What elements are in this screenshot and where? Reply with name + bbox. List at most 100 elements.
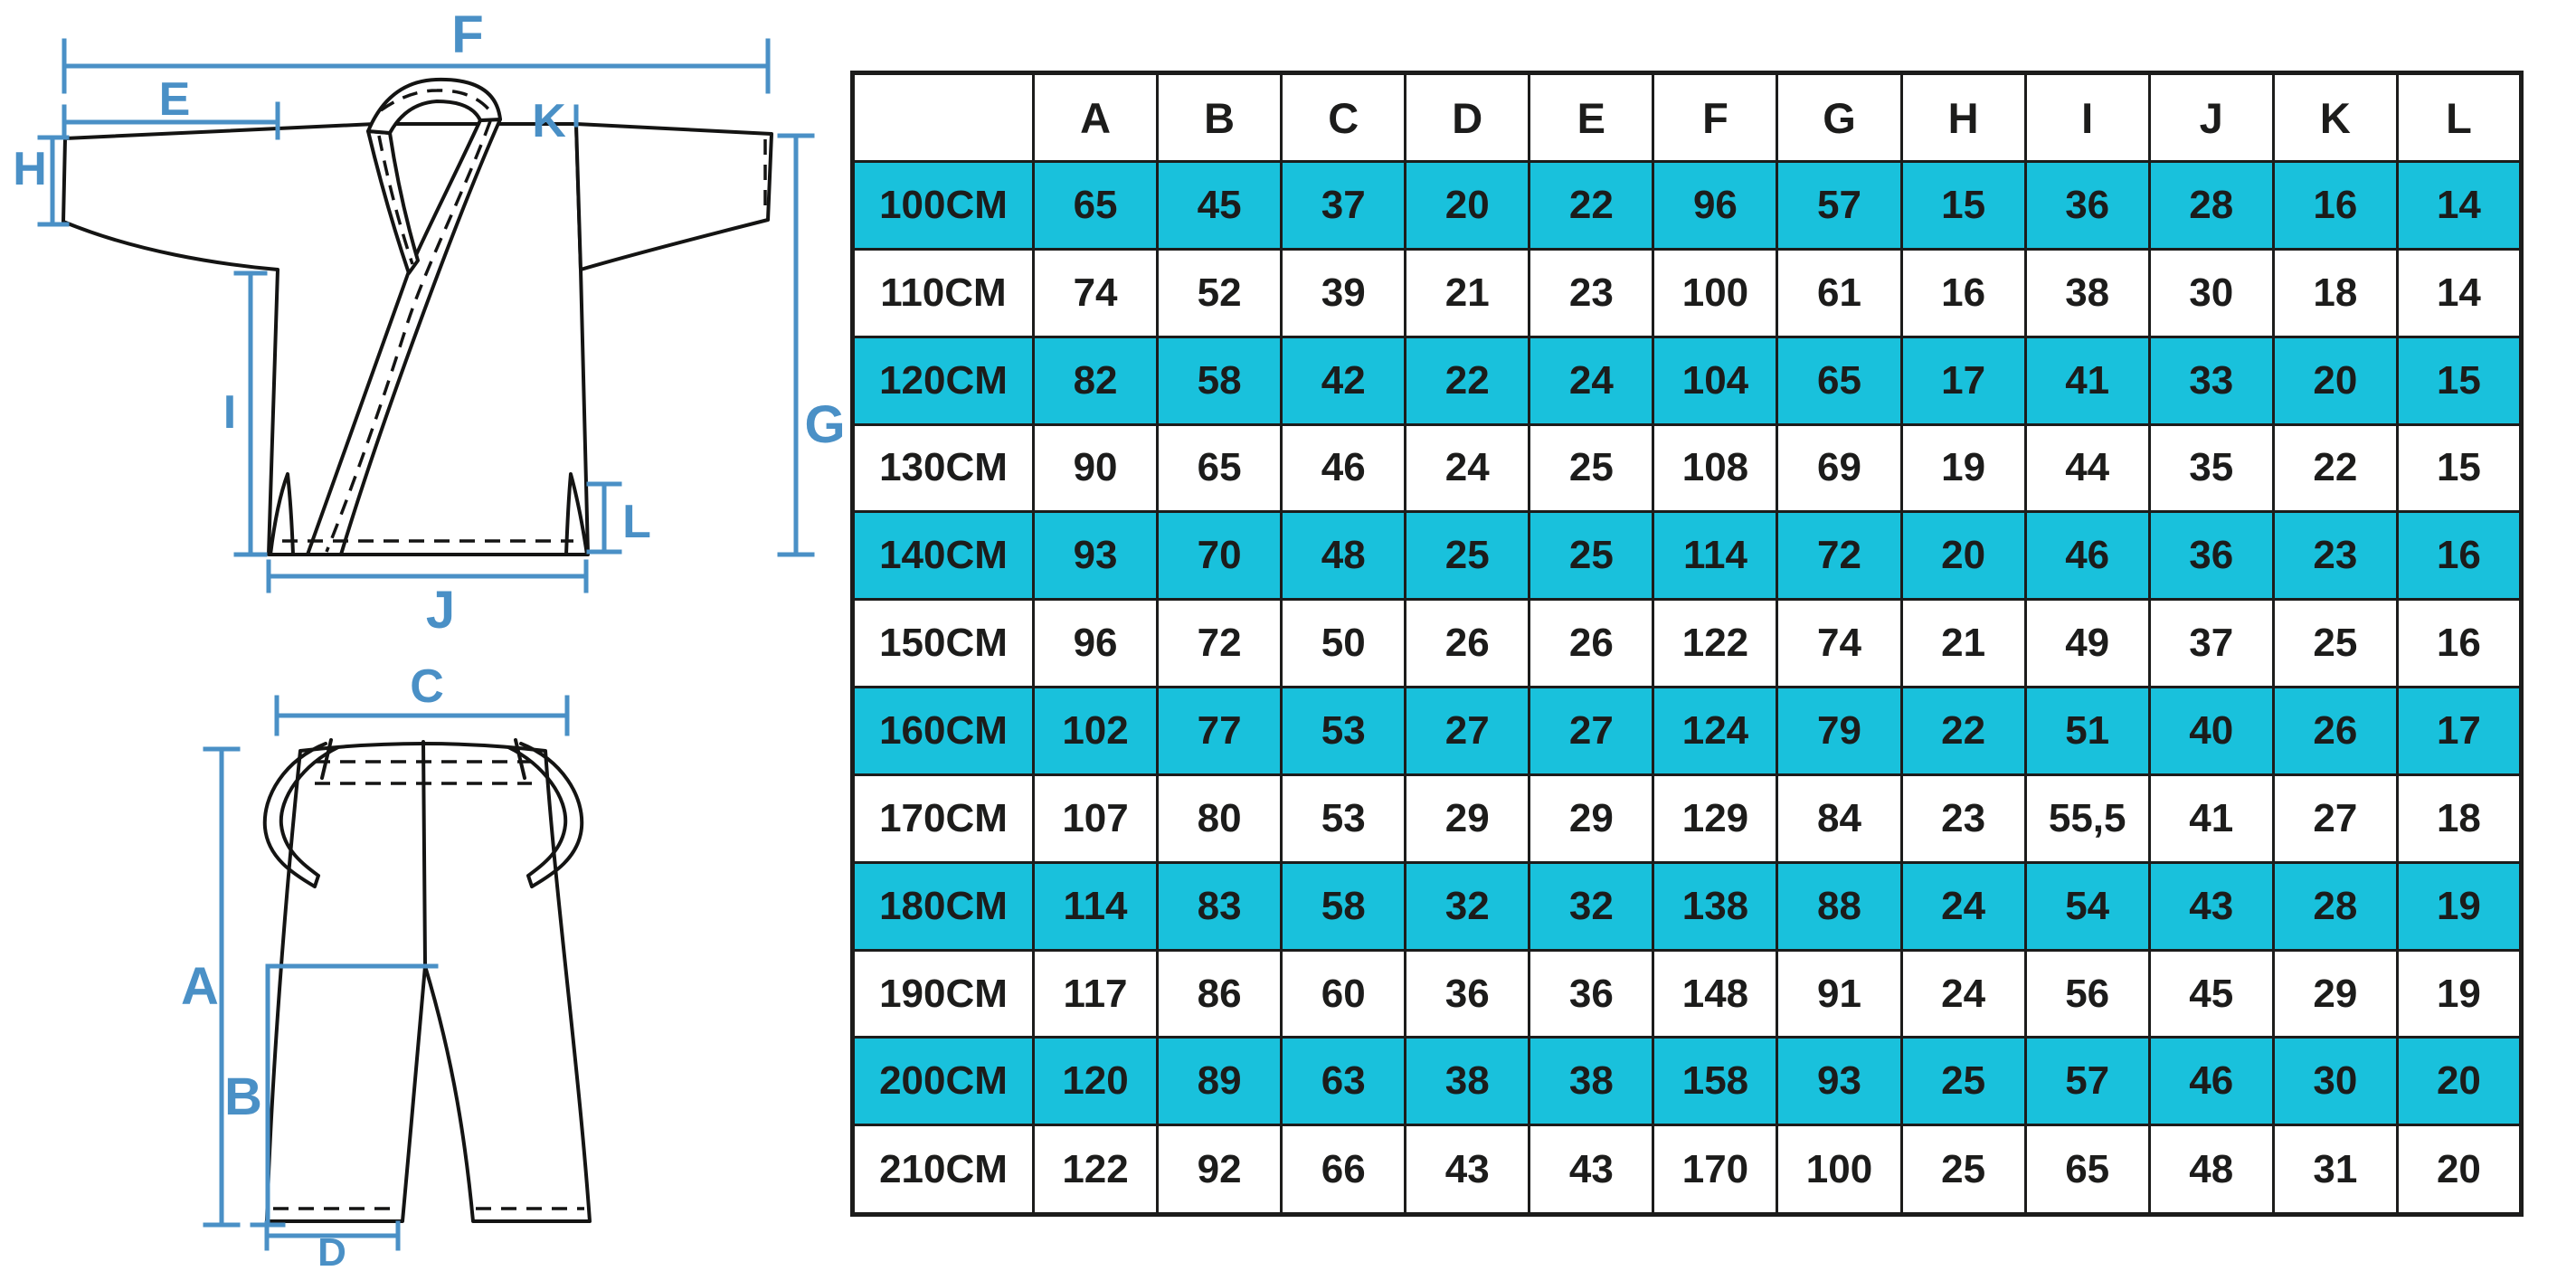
size-cell: 148: [1652, 948, 1779, 1039]
row-size-label: 210CM: [851, 1124, 1035, 1216]
size-cell: 65: [1776, 335, 1903, 426]
column-header: K: [2271, 71, 2399, 163]
size-cell: 39: [1280, 247, 1407, 338]
garment-diagram-svg: F E H K G I L J C A B: [13, 5, 845, 1271]
size-cell: 22: [1404, 335, 1531, 426]
size-cell: 15: [2395, 422, 2524, 514]
pants-left-notch: [320, 738, 333, 780]
size-cell: 77: [1156, 686, 1283, 776]
size-cell: 25: [1528, 422, 1655, 514]
size-cell: 36: [1528, 948, 1655, 1039]
size-cell: 50: [1280, 598, 1407, 689]
size-cell: 65: [1156, 422, 1283, 514]
pants-right-notch: [514, 738, 526, 780]
size-cell: 25: [1404, 510, 1531, 602]
column-header: B: [1156, 71, 1283, 163]
size-cell: 124: [1652, 686, 1779, 776]
size-cell: 79: [1776, 686, 1903, 776]
column-header: J: [2147, 71, 2275, 163]
row-size-label: 130CM: [851, 422, 1035, 514]
dim-b-label: B: [224, 1067, 262, 1126]
size-cell: 26: [2271, 686, 2399, 776]
column-header: F: [1652, 71, 1779, 163]
size-cell: 93: [1031, 510, 1160, 602]
size-cell: 24: [1404, 422, 1531, 514]
size-cell: 19: [2395, 860, 2524, 952]
size-cell: 61: [1776, 247, 1903, 338]
size-cell: 117: [1031, 948, 1160, 1039]
size-cell: 122: [1652, 598, 1779, 689]
pants-rise-seam: [421, 740, 427, 966]
size-cell: 16: [2395, 510, 2524, 602]
size-cell: 30: [2271, 1036, 2399, 1127]
size-cell: 170: [1652, 1124, 1779, 1216]
size-cell: 102: [1031, 686, 1160, 776]
size-cell: 49: [2023, 598, 2151, 689]
dim-h-label: H: [13, 143, 47, 195]
size-cell: 114: [1031, 860, 1160, 952]
size-cell: 20: [2271, 335, 2399, 426]
size-cell: 20: [2395, 1124, 2524, 1216]
size-cell: 88: [1776, 860, 1903, 952]
dim-i-line: [233, 270, 268, 557]
size-cell: 55,5: [2023, 773, 2151, 864]
size-cell: 21: [1404, 247, 1531, 338]
size-cell: 82: [1031, 335, 1160, 426]
size-cell: 84: [1776, 773, 1903, 864]
column-header: I: [2023, 71, 2151, 163]
size-cell: 27: [1528, 686, 1655, 776]
pants-outline: [265, 742, 592, 1223]
size-cell: 27: [2271, 773, 2399, 864]
size-cell: 96: [1652, 160, 1779, 251]
size-cell: 44: [2023, 422, 2151, 514]
size-cell: 37: [1280, 160, 1407, 251]
dim-f-label: F: [451, 5, 483, 64]
size-cell: 41: [2023, 335, 2151, 426]
size-cell: 43: [1528, 1124, 1655, 1216]
column-header: A: [1031, 71, 1160, 163]
size-cell: 14: [2395, 160, 2524, 251]
size-cell: 22: [2271, 422, 2399, 514]
size-cell: 40: [2147, 686, 2275, 776]
size-cell: 53: [1280, 773, 1407, 864]
size-cell: 58: [1280, 860, 1407, 952]
size-cell: 46: [2147, 1036, 2275, 1127]
dim-c-label: C: [410, 660, 444, 713]
size-cell: 45: [2147, 948, 2275, 1039]
row-size-label: 100CM: [851, 160, 1035, 251]
jacket-right-lapel-stitch: [325, 120, 492, 553]
size-cell: 16: [2271, 160, 2399, 251]
size-cell: 15: [1899, 160, 2027, 251]
size-cell: 22: [1528, 160, 1655, 251]
jacket-collar-stitch: [379, 89, 493, 114]
size-cell: 30: [2147, 247, 2275, 338]
size-cell: 43: [1404, 1124, 1531, 1216]
size-cell: 65: [1031, 160, 1160, 251]
size-cell: 92: [1156, 1124, 1283, 1216]
size-cell: 29: [2271, 948, 2399, 1039]
row-size-label: 170CM: [851, 773, 1035, 864]
size-cell: 36: [1404, 948, 1531, 1039]
size-cell: 43: [2147, 860, 2275, 952]
jacket-dimensions: F E H K G I L J: [13, 5, 845, 640]
size-cell: 90: [1031, 422, 1160, 514]
size-cell: 26: [1404, 598, 1531, 689]
size-cell: 24: [1528, 335, 1655, 426]
size-cell: 24: [1899, 860, 2027, 952]
size-cell: 36: [2023, 160, 2151, 251]
size-cell: 57: [2023, 1036, 2151, 1127]
size-cell: 25: [1899, 1036, 2027, 1127]
size-cell: 63: [1280, 1036, 1407, 1127]
jacket-left-vent: [269, 472, 295, 556]
size-cell: 18: [2395, 773, 2524, 864]
size-cell: 72: [1156, 598, 1283, 689]
size-cell: 100: [1776, 1124, 1903, 1216]
size-cell: 20: [1899, 510, 2027, 602]
